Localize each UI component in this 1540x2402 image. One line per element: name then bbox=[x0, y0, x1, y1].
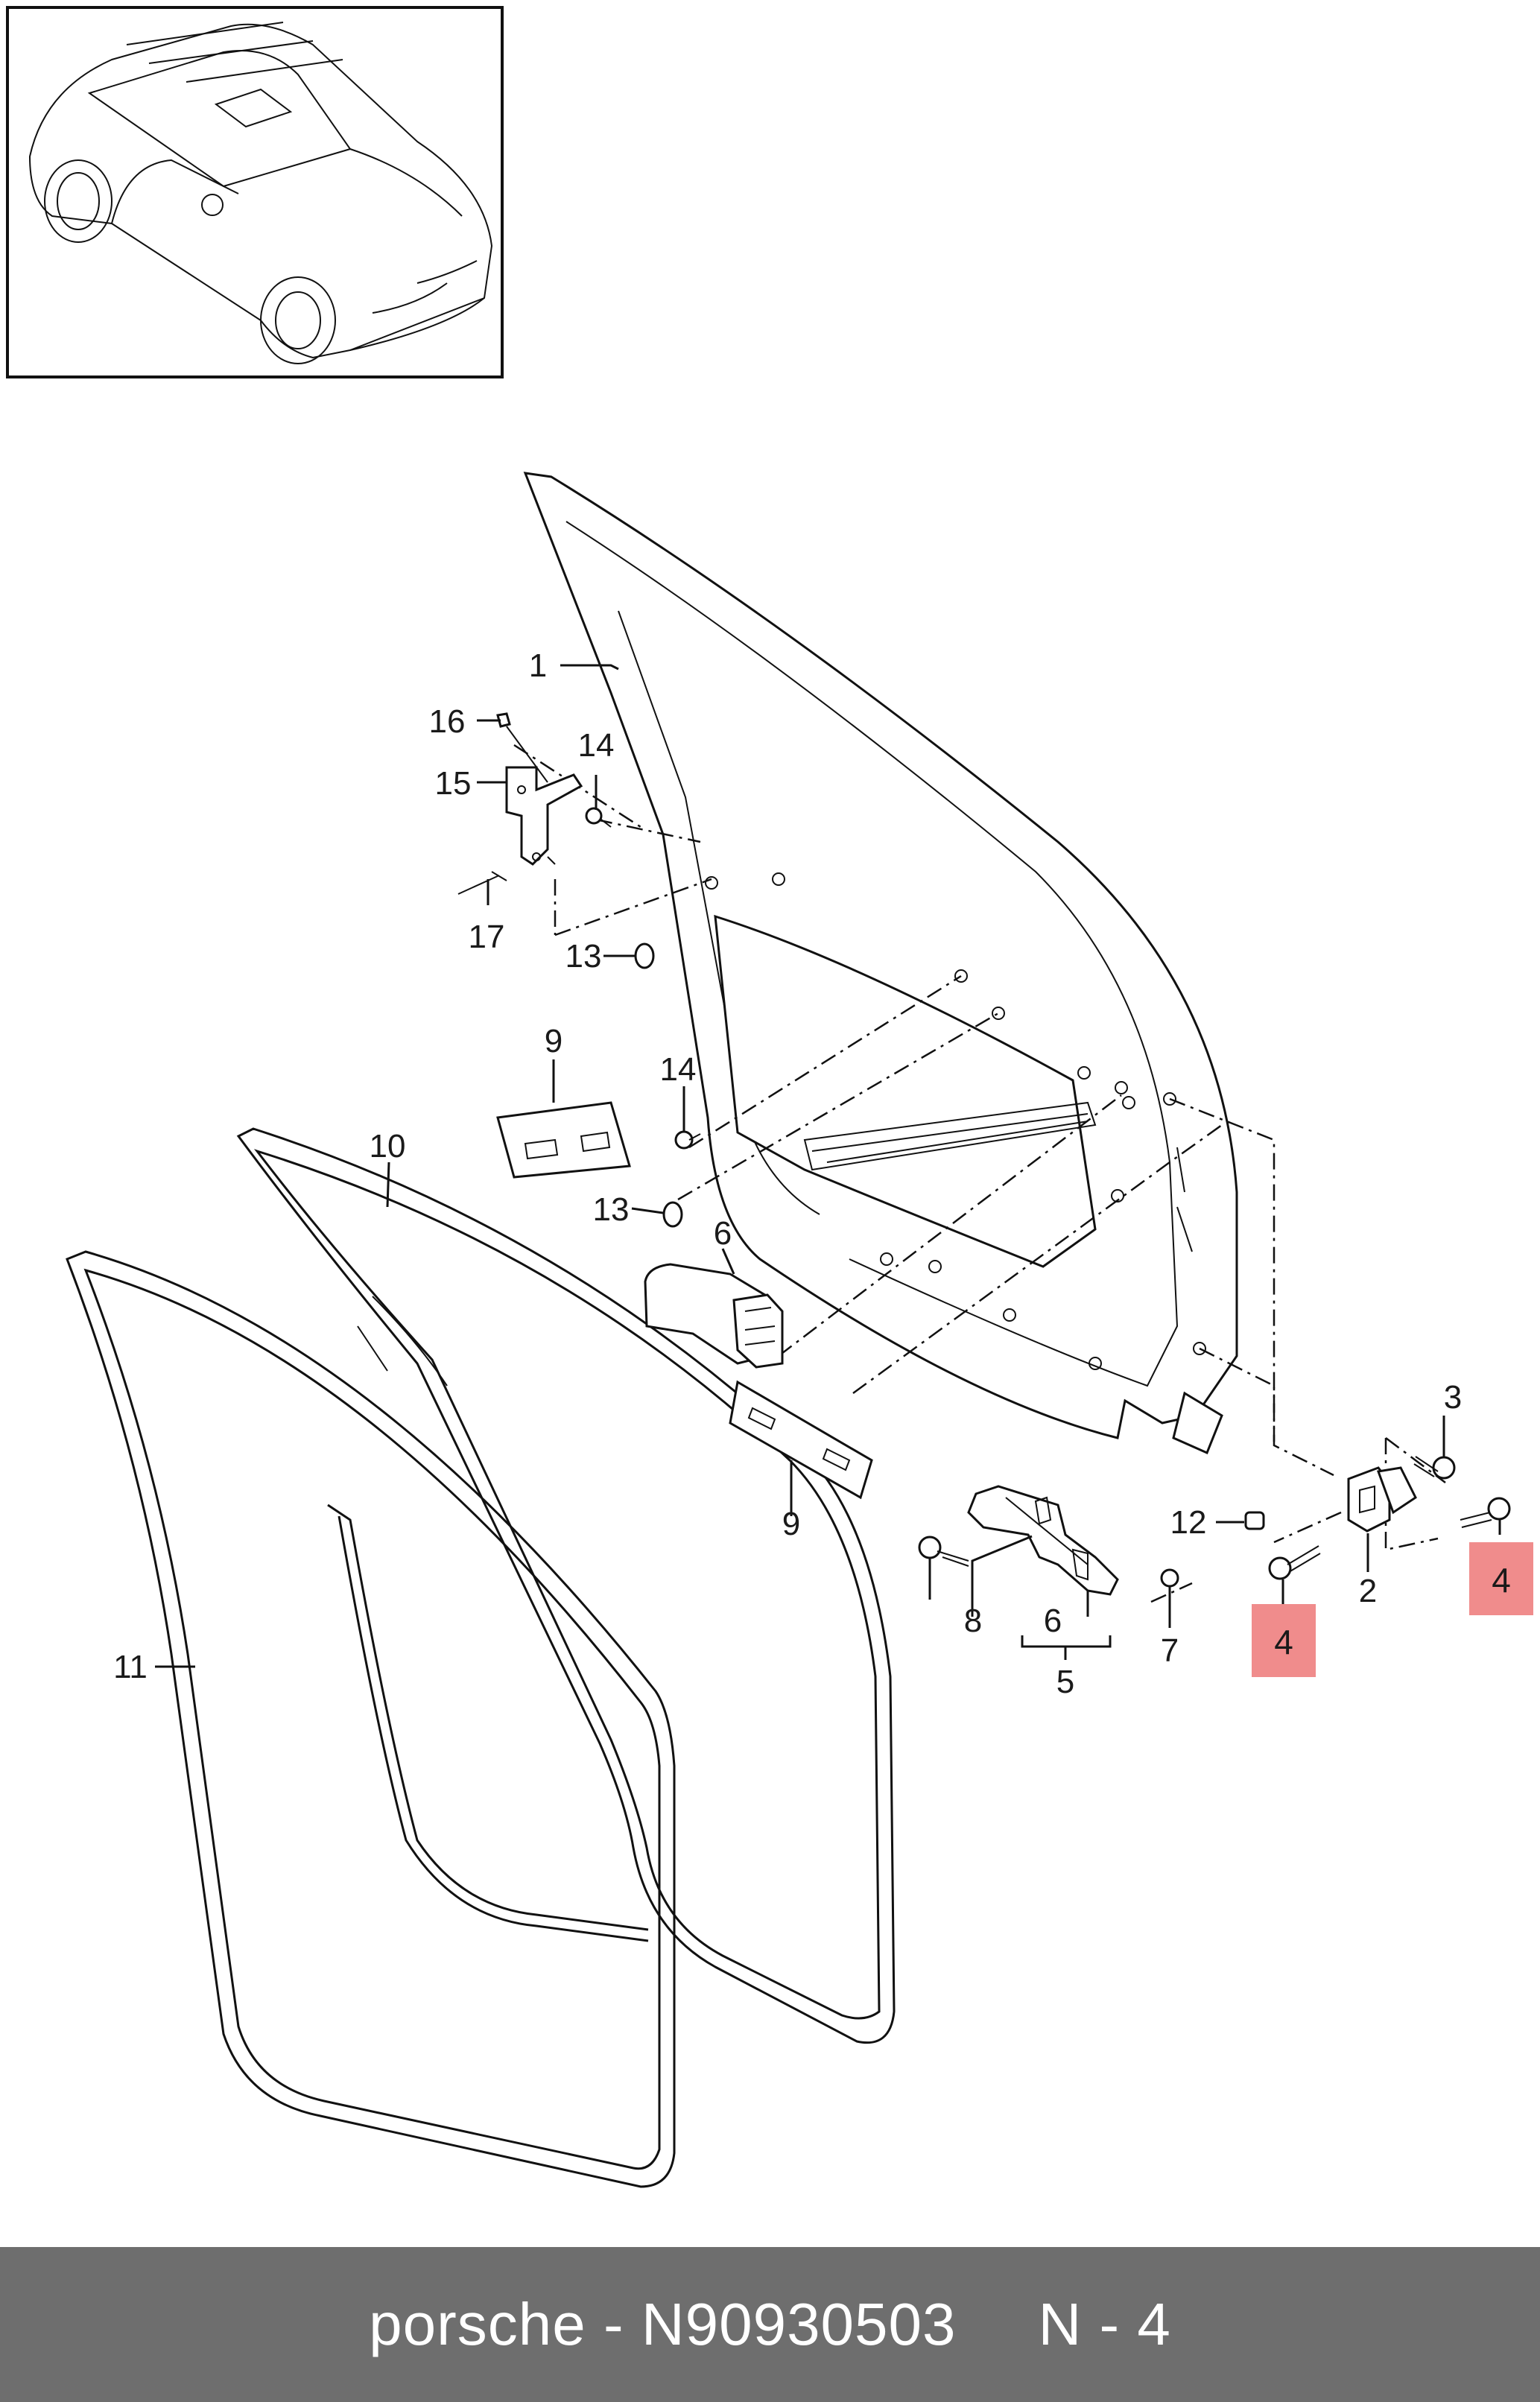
callout-14-upper: 14 bbox=[578, 727, 615, 764]
upper-bracket-group bbox=[457, 712, 612, 895]
insulation-pad-lower-part bbox=[729, 1380, 873, 1500]
callout-9-upper: 9 bbox=[545, 1023, 563, 1059]
callout-9-lower: 9 bbox=[782, 1506, 800, 1542]
callout-10: 10 bbox=[370, 1128, 406, 1164]
clip-nut-part bbox=[674, 1130, 701, 1150]
footer-bar: porsche - N90930503 N - 4 bbox=[0, 2247, 1540, 2402]
callout-11: 11 bbox=[113, 1649, 148, 1685]
door-frame-part bbox=[523, 472, 1238, 1455]
callout-14-lower: 14 bbox=[660, 1051, 697, 1088]
door-seal-outer-part bbox=[66, 1250, 676, 2188]
bush-12-part bbox=[1244, 1511, 1265, 1530]
hinge-part bbox=[1347, 1466, 1417, 1533]
bolt-4-left-part bbox=[1268, 1545, 1321, 1580]
highlight-box-4-left bbox=[1252, 1604, 1316, 1677]
bolt-4-right-part bbox=[1460, 1497, 1511, 1528]
o-ring-lower-part bbox=[662, 1201, 683, 1228]
callout-2: 2 bbox=[1359, 1573, 1377, 1609]
callout-7: 7 bbox=[1161, 1632, 1179, 1669]
parts-diagram: 1 16 14 15 17 13 9 14 10 13 6 9 11 3 12 … bbox=[6, 6, 1533, 2188]
door-seal-inner-part bbox=[236, 1127, 896, 2044]
callout-leaders bbox=[155, 664, 1501, 1668]
highlight-box-4-right bbox=[1469, 1542, 1533, 1615]
footer-caption: porsche - N90930503 N - 4 bbox=[369, 2290, 1171, 2359]
screw-8-part bbox=[918, 1536, 969, 1567]
callout-16: 16 bbox=[429, 703, 466, 740]
screw-7-part bbox=[1160, 1568, 1179, 1588]
door-check-housing-part bbox=[644, 1263, 784, 1369]
footer-part-number: porsche - N90930503 bbox=[369, 2291, 957, 2357]
callout-6-upper: 6 bbox=[714, 1215, 732, 1252]
callout-4-left: 4 bbox=[1274, 1623, 1293, 1661]
callout-5: 5 bbox=[1056, 1664, 1074, 1700]
callout-3: 3 bbox=[1444, 1379, 1462, 1416]
callout-6-lower: 6 bbox=[1044, 1603, 1062, 1639]
callout-4-right: 4 bbox=[1492, 1561, 1511, 1600]
bolt-3-part bbox=[1413, 1456, 1456, 1480]
callout-15: 15 bbox=[435, 765, 472, 802]
callout-8: 8 bbox=[964, 1603, 982, 1639]
vehicle-thumbnail bbox=[6, 6, 504, 378]
callout-1: 1 bbox=[529, 647, 547, 684]
callout-13-lower: 13 bbox=[593, 1191, 630, 1228]
door-check-strap-part bbox=[967, 1485, 1119, 1596]
footer-position: N - 4 bbox=[1038, 2291, 1171, 2357]
callout-17: 17 bbox=[469, 919, 505, 955]
o-ring-upper-part bbox=[634, 942, 655, 969]
callout-13-upper: 13 bbox=[565, 938, 602, 975]
insulation-pad-upper-part bbox=[496, 1101, 631, 1179]
callout-12: 12 bbox=[1170, 1504, 1207, 1541]
